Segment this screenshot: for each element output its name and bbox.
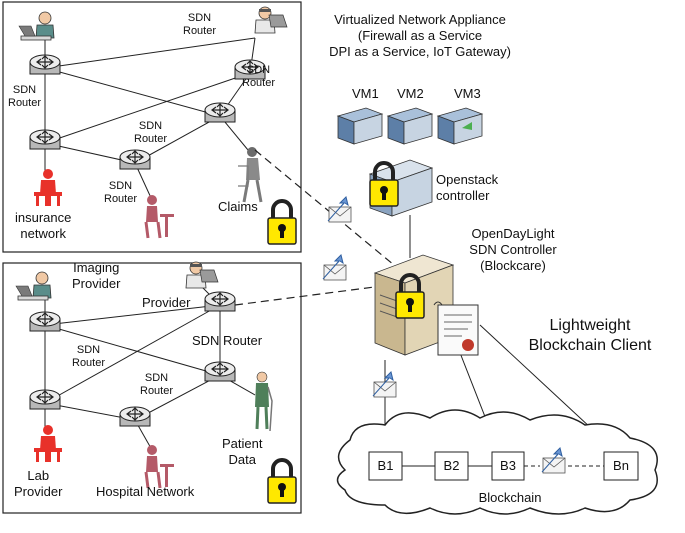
lock-hospital-icon xyxy=(266,458,298,505)
imaging-user-icon xyxy=(15,271,52,301)
dashed-links xyxy=(234,149,401,306)
desk-user-icon xyxy=(18,11,55,41)
patient-icon xyxy=(253,370,274,433)
router-bottom-4 xyxy=(29,389,61,410)
router-label-top-1: SDN Router xyxy=(183,12,217,37)
block-b1: B1 xyxy=(377,458,394,473)
provider-user-icon xyxy=(185,261,219,289)
block-boxes xyxy=(368,451,639,481)
imaging-provider-label: Imaging Provider xyxy=(72,260,121,291)
block-b2: B2 xyxy=(443,458,460,473)
patient-data-label: Patient Data xyxy=(222,436,263,467)
laptop-user-icon xyxy=(254,6,288,34)
openstack-label: Openstack controller xyxy=(436,172,499,203)
router-label-bottom-b: SDN Router xyxy=(140,372,174,397)
envelope-icon-2 xyxy=(322,254,347,281)
pink-user-icon xyxy=(144,193,176,240)
router-top-3 xyxy=(204,102,236,123)
claims-label: Claims xyxy=(218,199,258,214)
router-label-top-2: SDN Router xyxy=(8,84,42,109)
router-bottom-3 xyxy=(204,361,236,382)
hospital-network-label: Hospital Network xyxy=(96,484,195,499)
sdn-controller-label: OpenDayLight SDN Controller (Blockcare) xyxy=(469,226,557,273)
vm-servers xyxy=(336,107,484,145)
router-label-bottom-a: SDN Router xyxy=(72,344,106,369)
blockchain-label: Blockchain xyxy=(478,490,542,505)
block-bn: Bn xyxy=(613,458,629,473)
hospital-network-box xyxy=(2,262,302,514)
block-b3: B3 xyxy=(500,458,516,473)
lab-provider-label: Lab Provider xyxy=(14,468,63,499)
router-top-1 xyxy=(29,54,61,75)
insurance-network-label: insurance network xyxy=(15,210,72,241)
vm3-label: VM3 xyxy=(454,86,481,101)
router-bottom-5 xyxy=(119,406,151,427)
envelope-icon-1 xyxy=(327,196,352,223)
blockchain-client-label: Lightweight Blockchain Client xyxy=(528,317,652,354)
provider-label: Provider xyxy=(142,295,191,310)
certificate-icon xyxy=(433,301,479,356)
insurance-network-box xyxy=(2,1,302,253)
router-bottom-2 xyxy=(204,291,236,312)
hospital-person-icon xyxy=(144,443,176,490)
router-bottom-1 xyxy=(29,311,61,332)
sdn-router-label: SDN Router xyxy=(192,333,263,348)
vm2-label: VM2 xyxy=(397,86,424,101)
vm1-label: VM1 xyxy=(352,86,379,101)
router-label-top-4: SDN Router xyxy=(134,120,168,145)
router-label-top-3: SDN Router xyxy=(242,64,276,89)
router-label-top-5: SDN Router xyxy=(104,180,138,205)
router-top-4 xyxy=(29,129,61,150)
appliance-title: Virtualized Network Appliance (Firewall … xyxy=(329,12,511,59)
insurance-agent-icon xyxy=(34,169,62,206)
router-top-5 xyxy=(119,149,151,170)
lock-insurance-icon xyxy=(266,199,298,246)
claims-person-icon xyxy=(236,145,263,204)
lab-person-icon xyxy=(34,425,62,462)
